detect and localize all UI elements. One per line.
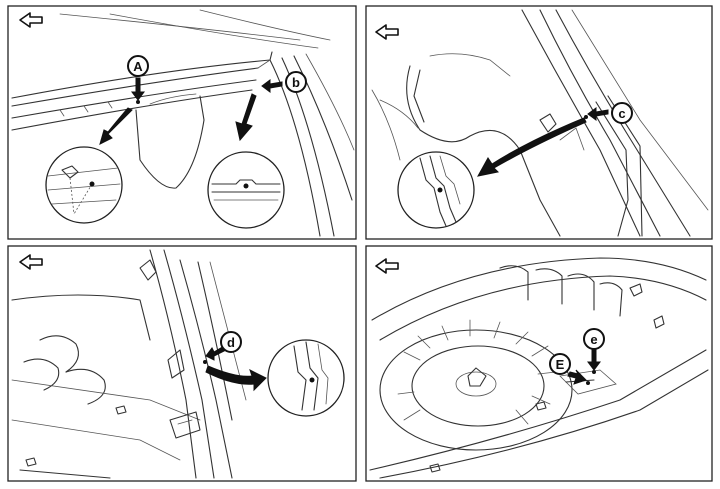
callout-d: d <box>220 331 242 353</box>
front-direction-icon <box>19 254 43 270</box>
front-direction-icon <box>19 12 43 28</box>
panel-bottom-right: e E <box>365 245 713 482</box>
panel-bottom-left: d <box>7 245 357 482</box>
callout-a-label: A <box>133 59 143 74</box>
panel-top-right: c <box>365 5 713 240</box>
callout-e-upper: E <box>549 353 571 375</box>
callout-b: b <box>285 71 307 93</box>
callout-c-label: c <box>618 106 625 121</box>
panel-top-left: A b <box>7 5 357 240</box>
callout-e-lower: e <box>583 328 605 350</box>
callout-e-lower-label: e <box>590 332 597 347</box>
callout-e-upper-label: E <box>556 357 565 372</box>
callout-a: A <box>127 55 149 77</box>
front-direction-icon <box>375 24 399 40</box>
callout-c: c <box>611 102 633 124</box>
callout-d-label: d <box>227 335 235 350</box>
callout-b-label: b <box>292 75 300 90</box>
front-direction-icon <box>375 258 399 274</box>
